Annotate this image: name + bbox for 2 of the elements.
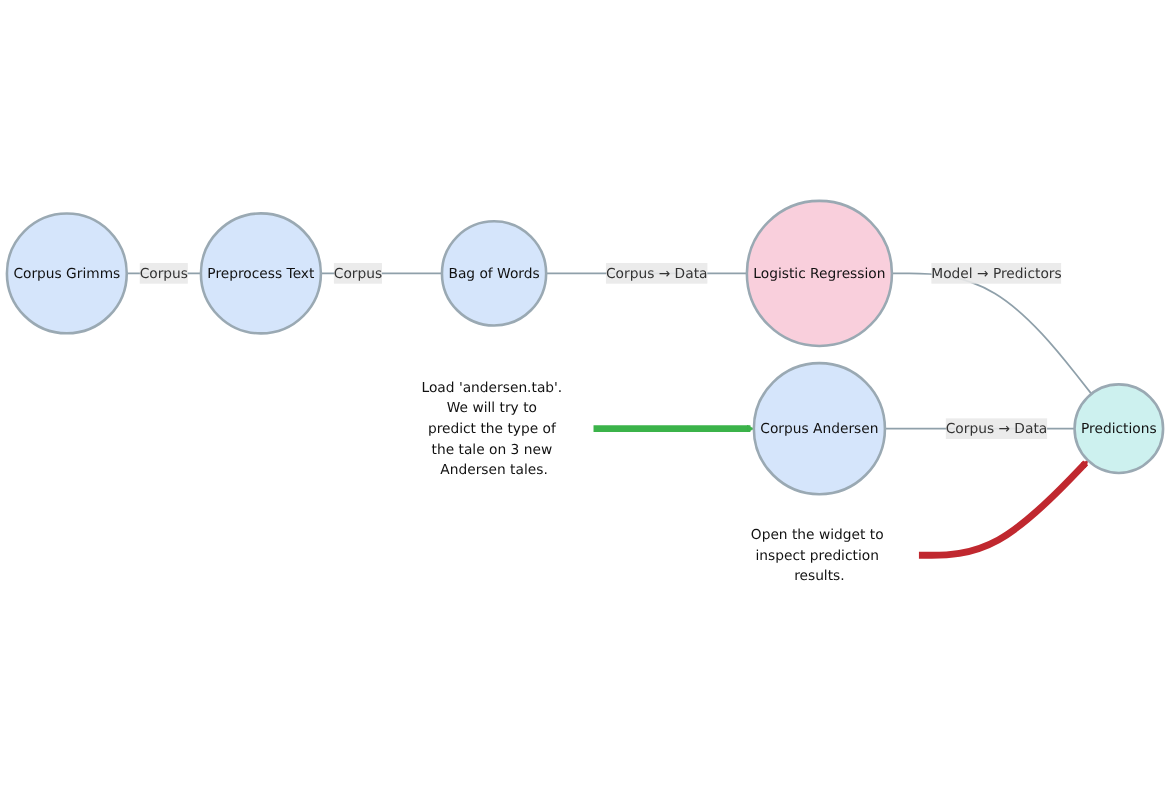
arrow — [593, 425, 755, 434]
arrow — [918, 461, 1089, 560]
